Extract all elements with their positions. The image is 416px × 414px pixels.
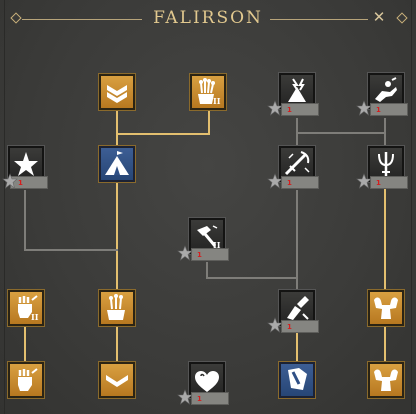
- path-connector: [296, 190, 298, 291]
- fist-build-icon: [18, 368, 38, 391]
- panel-header: FALIRSON ✕: [0, 0, 416, 44]
- trident-icon: [378, 152, 394, 176]
- path-connector: [208, 110, 210, 134]
- rank-bar: [191, 392, 229, 405]
- header-line-left: [22, 19, 142, 20]
- path-connector: [116, 133, 118, 147]
- chevron-down-icon: [106, 375, 128, 387]
- rank-value: 1: [376, 106, 381, 114]
- rank-bar: [281, 320, 319, 333]
- star-icon: [356, 100, 372, 116]
- path-connector: [384, 325, 386, 363]
- rank-value: 1: [197, 251, 202, 259]
- sword-strike-icon: [284, 151, 310, 176]
- rank-bar: [370, 176, 408, 189]
- wheat-basket-icon: [107, 294, 125, 320]
- star-icon: [356, 173, 372, 189]
- path-connector: [116, 181, 118, 291]
- skill-icon-tile: [99, 74, 135, 110]
- close-icon[interactable]: ✕: [372, 8, 386, 26]
- lightning-tent-icon: [288, 78, 306, 102]
- skill-icon-tile: II: [190, 74, 226, 110]
- skill-icon-tile: [99, 362, 135, 398]
- skill-icon-tile: [368, 362, 404, 398]
- path-connector: [24, 325, 26, 363]
- rank-value: 1: [197, 395, 202, 403]
- skill-icon-tile: [279, 362, 315, 398]
- skill-icon-tile: [99, 146, 135, 182]
- star-icon: [267, 100, 283, 116]
- hearts-icon: [195, 371, 219, 392]
- wheat-basket-icon: [198, 78, 215, 104]
- muscle-icon: [374, 369, 398, 391]
- muscle-icon: [374, 297, 398, 319]
- header-line-right: [270, 19, 368, 20]
- rank-bar: [281, 176, 319, 189]
- path-connector: [24, 190, 26, 250]
- tier-label: II: [213, 240, 221, 250]
- shield-icon: [288, 368, 307, 390]
- star-icon: [14, 152, 38, 176]
- panel-frame: [4, 0, 412, 414]
- path-connector: [116, 133, 210, 135]
- star-icon: [267, 173, 283, 189]
- path-connector: [296, 333, 298, 363]
- rank-value: 1: [18, 179, 23, 187]
- path-connector: [384, 181, 386, 291]
- rank-bar: [191, 248, 229, 261]
- rank-value: 1: [287, 323, 292, 331]
- rank-value: 1: [287, 179, 292, 187]
- rank-bar: [281, 103, 319, 116]
- skill-icon-tile: [8, 362, 44, 398]
- star-icon: [177, 389, 193, 405]
- rank-bar: [370, 103, 408, 116]
- chevron-rank-icon: [107, 85, 127, 103]
- path-connector: [296, 132, 386, 134]
- skill-icon-tile: [99, 290, 135, 326]
- path-connector: [116, 110, 118, 134]
- star-icon: [267, 317, 283, 333]
- path-connector: [206, 277, 298, 279]
- tier-label: II: [31, 312, 39, 322]
- skill-icon-tile: II: [8, 290, 44, 326]
- page-title: FALIRSON: [153, 8, 263, 28]
- rider-icon: [375, 77, 397, 102]
- skill-icon-tile: [368, 290, 404, 326]
- rank-value: 1: [287, 106, 292, 114]
- tier-label: II: [213, 96, 221, 106]
- hammer-icon: [197, 225, 218, 247]
- star-icon: [177, 245, 193, 261]
- fist-build-icon: [18, 295, 38, 318]
- path-connector: [206, 262, 208, 278]
- crane-build-icon: [287, 296, 309, 320]
- war-tent-icon: [105, 151, 129, 175]
- star-icon: [2, 173, 18, 189]
- path-connector: [116, 325, 118, 363]
- rank-value: 1: [376, 179, 381, 187]
- path-connector: [24, 249, 118, 251]
